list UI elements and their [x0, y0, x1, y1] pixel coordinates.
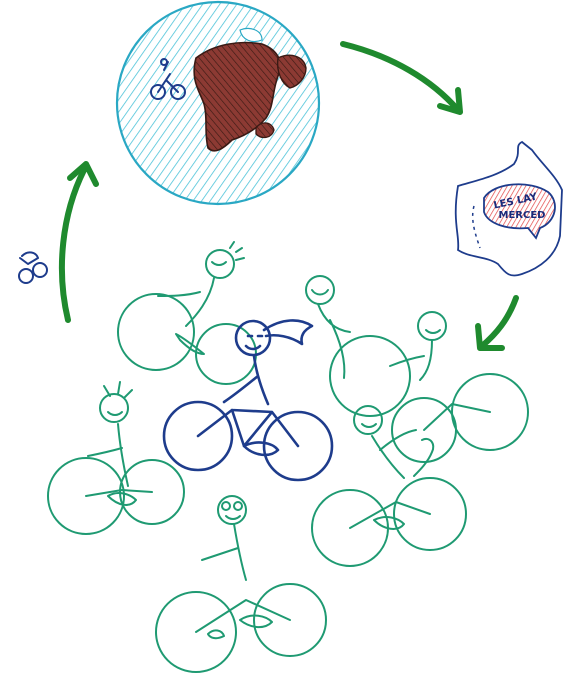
curved-arrow-left-up	[62, 164, 96, 320]
curved-arrow-right-down	[478, 298, 516, 348]
island-small	[256, 123, 274, 138]
cyclist-group	[48, 242, 528, 672]
curved-arrow-top-right	[343, 44, 460, 112]
cyclist-bottom-right	[312, 406, 466, 566]
cyclist-left	[48, 382, 184, 534]
ponytail	[264, 320, 312, 344]
globe	[117, 2, 319, 204]
cyclist-top-middle	[306, 276, 410, 416]
cyclist-right	[390, 312, 528, 462]
speech-bubble-line2: MERCED	[499, 210, 546, 221]
hair-ponytail-cyclist	[164, 320, 332, 480]
cyclist-top-left	[118, 242, 256, 384]
map-fragment: LES LAY MERCED	[456, 142, 562, 276]
cyclist-bottom	[156, 496, 326, 672]
tiny-cyclist-icon	[19, 252, 47, 283]
